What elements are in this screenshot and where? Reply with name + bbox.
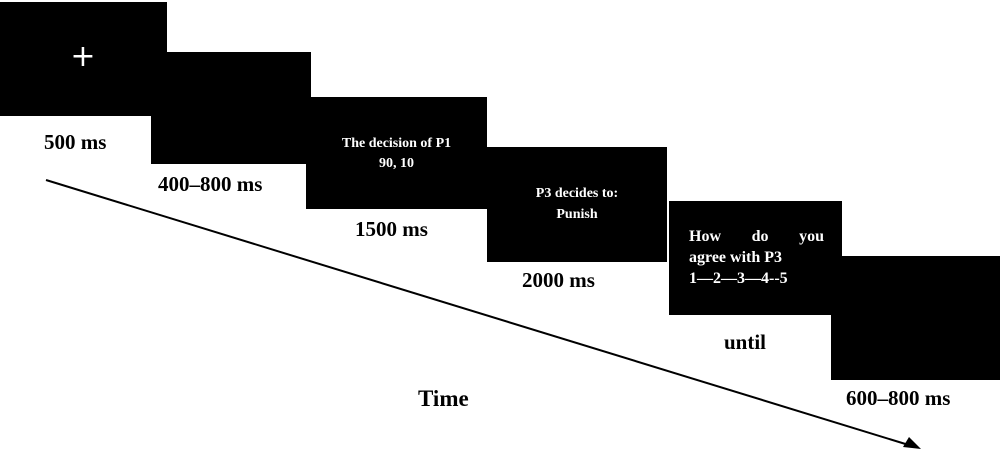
p1-decision-text: The decision of P1 — [341, 136, 452, 151]
duration-label-rating: until — [724, 330, 767, 354]
time-axis-label: Time — [418, 386, 469, 411]
fixation-screen: + — [0, 2, 167, 116]
rating-question-line1: How do you — [689, 227, 824, 247]
rating-scale: 1—2—3—4--5 — [689, 270, 788, 287]
fixation-cross-icon: + — [70, 39, 96, 74]
rating-word-do: do — [751, 228, 769, 245]
rating-word-how: How — [689, 228, 721, 245]
duration-label-end: 600–800 ms — [846, 386, 951, 410]
blank-screen — [151, 52, 311, 164]
duration-label-blank: 400–800 ms — [158, 172, 263, 196]
blank-end-screen — [831, 256, 1000, 380]
p3-decision-screen: P3 decides to: Punish — [487, 147, 667, 262]
duration-label-p3: 2000 ms — [522, 268, 595, 292]
p1-decision-screen: The decision of P1 90, 10 — [306, 97, 487, 209]
time-arrow-head-icon — [903, 437, 921, 449]
p3-decision-text: P3 decides to: — [535, 186, 619, 201]
duration-label-p1: 1500 ms — [355, 217, 428, 241]
rating-word-you: you — [799, 228, 824, 245]
rating-screen: How do you agree with P3 1—2—3—4--5 — [669, 201, 842, 315]
rating-question-line2: agree with P3 — [689, 249, 783, 266]
duration-label-fixation: 500 ms — [44, 130, 107, 154]
p3-action-text: Punish — [556, 207, 598, 222]
p1-offer-text: 90, 10 — [379, 156, 414, 171]
time-arrow-line — [45, 179, 913, 447]
